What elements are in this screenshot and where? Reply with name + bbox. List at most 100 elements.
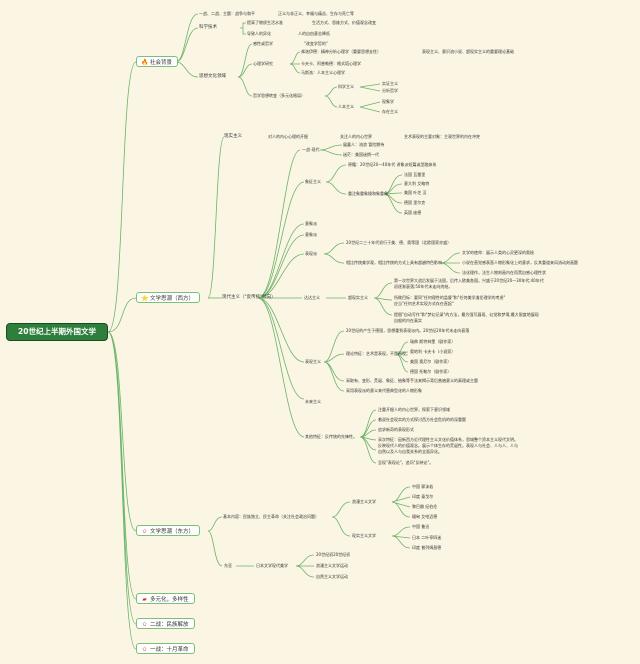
node[interactable]: 现象学 [382, 99, 394, 104]
node[interactable]: 美国 奥尼尔（剧作家） [410, 359, 452, 364]
node[interactable]: 采用表现派的意义来代替典型化的人物形象 [346, 388, 422, 393]
node[interactable]: 20世纪二三十年代初行于美、德、奥等国（北欧国家亦盛） [346, 240, 452, 245]
link [175, 61, 199, 78]
node[interactable]: 实证主义 [382, 81, 398, 86]
node[interactable]: 着说社会现实的方式探讨西方社会危机的的深重题 [378, 417, 466, 422]
node[interactable]: 表现主义、意识流小说、超现实主义的重要理论基础 [422, 49, 514, 54]
node[interactable]: 提高了物质生活水准 [247, 20, 283, 25]
node[interactable]: 应当"任何艺术实现方式存在直起" [394, 301, 454, 306]
link [395, 341, 409, 373]
node[interactable]: 超现实主义 [348, 295, 368, 300]
node[interactable]: 所做目标：要同"任何理性的监督"和"任何美学道伦理学的考虑" [394, 295, 506, 300]
node[interactable]: 艺术表现的主要对象：主观世界的内在冲突 [404, 134, 480, 139]
link [323, 242, 345, 264]
node[interactable]: 法国 瓦雷里 [404, 172, 426, 177]
node[interactable]: 马斯洛：人本主义心理学 [301, 70, 345, 75]
node[interactable]: 追求新奇的表现形式 [378, 427, 414, 432]
central-topic[interactable]: 20世纪上半期外国文学 [6, 323, 108, 341]
node[interactable]: 达达主义 [304, 295, 320, 300]
branch-ww1-october-revolution[interactable]: ✩一战：十月革命 [136, 643, 195, 654]
link [257, 149, 301, 299]
node[interactable]: 20世纪的产生于德国，思想重到表现派内。20世纪20年代末走向衰落 [346, 328, 470, 333]
node[interactable]: 现实主义文学 [352, 533, 376, 538]
node[interactable]: 现实主义 [224, 134, 242, 139]
node[interactable]: 未来主义 [305, 399, 321, 404]
node[interactable]: 象征主义 [305, 179, 321, 184]
node[interactable]: 科学主义 [338, 84, 354, 89]
node[interactable]: 瑞典 斯特林堡（剧作家） [410, 339, 456, 344]
node[interactable]: 分析哲学 [382, 88, 398, 93]
node[interactable]: 文学的使命：展示人类的心灵更深的奥秘 [462, 250, 534, 255]
node[interactable]: 印度 普列姆昌德 [412, 545, 442, 550]
node[interactable]: 对人的内心心理的开掘 [268, 134, 308, 139]
node[interactable]: 初逐渐衰落;50年代末走向终结。 [394, 284, 453, 289]
node[interactable]: 意大利 艾略特 [404, 181, 430, 186]
node[interactable]: 德国 托勒尔（剧作家） [410, 369, 452, 374]
node[interactable]: 表现主义 [305, 359, 321, 364]
node[interactable]: 科学技术 [199, 25, 217, 30]
node[interactable]: 重注象重象操和象重象 [348, 191, 388, 196]
link [237, 63, 253, 78]
link [295, 554, 315, 578]
node[interactable]: 存在主义 [382, 109, 398, 114]
node[interactable]: 相比传统美学观，相比传统的方式上具有超越特色影响 [346, 260, 442, 265]
node[interactable]: 意象派 [305, 221, 317, 226]
node[interactable]: 缅甸 艾哈迈德 [412, 514, 438, 519]
node[interactable]: 东亚 [224, 563, 232, 568]
node[interactable]: 自然以及人与自我关系的全面异化。 [378, 449, 442, 454]
node[interactable]: 导致人的异化 [247, 31, 271, 36]
node[interactable]: 迷茫：美国迷惘一代 [343, 152, 379, 157]
node[interactable]: 中国 鲁迅 [412, 524, 430, 529]
node[interactable]: 采次特征：因新西方近代理性主义文化价值体系，思城整个资本主义现代文明。 [378, 437, 518, 442]
node[interactable]: 英国 庞德 [404, 210, 422, 215]
branch-western-literary-trends[interactable]: ⭐文学思潮（西方） [136, 292, 201, 303]
node[interactable]: 心理学研究 [253, 61, 273, 66]
node[interactable]: 感性或哲学 [253, 41, 273, 46]
node[interactable]: 原籍：20世纪20—40年代 讲象派短篇或型融体系 [348, 162, 437, 167]
node[interactable]: 现代主义（"反传统"倾向） [222, 295, 276, 300]
node[interactable]: 哲学思想转变（多元化格局） [253, 93, 305, 98]
node[interactable]: 人的自由意志降低 [298, 31, 330, 36]
node[interactable]: 提倡"自动写作"和"梦幻记录"的方法，最为强写展现、幻觉和梦境;最大限度地展现 [394, 312, 539, 317]
node[interactable]: 日本文学现代美学 [256, 563, 288, 568]
node[interactable]: 自然主义文学运动 [316, 574, 348, 579]
node[interactable]: 黎巴嫩 纪伯伦 [412, 504, 438, 509]
node[interactable]: 德国 里尔克 [404, 200, 426, 205]
node[interactable]: 弗洛伊德：精神分析心理学（重要思想支柱） [301, 49, 381, 54]
node[interactable]: 小说在直觉感表直人物形象化上的意求，反其重道来风流动刻画题 [462, 260, 578, 265]
branch-ww2-liberation[interactable]: ✩二战：民族解放 [136, 618, 195, 629]
node[interactable]: 人本主义 [338, 104, 354, 109]
node[interactable]: 浪漫主义文学 [352, 499, 376, 504]
node[interactable]: 其他特征：反传统的先锋性。 [305, 434, 357, 439]
node[interactable]: 正义与非正义、幸福与痛苦、生存与死亡等 [278, 11, 354, 16]
node[interactable]: 一战-现代 [302, 147, 320, 152]
node[interactable]: 日本 二叶亭四迷 [412, 535, 442, 540]
node[interactable]: 思想文化领域 [199, 74, 226, 79]
node[interactable]: 卡夫卡、阿普勒德：格式塔心理学 [301, 61, 361, 66]
node[interactable]: 生活方式、思维方式、价值观念改变 [312, 20, 376, 25]
node[interactable]: 印度 泰戈尔 [412, 494, 434, 499]
node[interactable]: 呈现"表现论"，追问"反映论"。 [378, 460, 434, 465]
node[interactable]: 理论特征：艺术是表现，不是再现。 [346, 351, 410, 356]
node[interactable]: "改变学哲的" [304, 41, 328, 46]
node[interactable]: 法化理作，法生人物刻画内在而黑自感心理性状 [462, 270, 546, 275]
node[interactable]: 美国 叶芝 汉 [404, 190, 427, 195]
node[interactable]: 采取有、变形、荒诞、象征、抽象等手法来揭示背后普遍意义的真理或主题 [346, 378, 478, 383]
node[interactable]: 表现派 [305, 251, 317, 256]
node[interactable]: 第一次世界大战后发展于法国，后传入欧美各国。兴盛于20世纪20—30年代;40年… [394, 278, 544, 283]
node[interactable]: 意象派 [305, 232, 317, 237]
node[interactable]: 浪漫主义文学运动 [316, 563, 348, 568]
node[interactable]: 20世纪初20世纪初 [316, 552, 351, 557]
node[interactable]: 反映现代人的价值观念。展示个体生存的荒诞性。表现人与社会、人与人、人与 [378, 443, 518, 448]
node[interactable]: 关注人的内心世界 [340, 134, 372, 139]
node[interactable]: 基本内容：民族独立、民主革命（关注社会政治问题） [223, 514, 319, 519]
node[interactable]: 展露人：流浪 冒险期待 [343, 142, 385, 147]
node[interactable]: 自般的内在真实 [394, 318, 422, 323]
branch-social-background[interactable]: 🔥社会背景 [136, 56, 179, 67]
node[interactable]: 中国 郭沫若 [412, 484, 434, 489]
node[interactable]: 奥地利 卡夫卡（小说家） [410, 349, 456, 354]
node[interactable]: 注重开掘人的内心世界，探索下意识领域 [378, 407, 450, 412]
branch-diversity[interactable]: ▰多元化，多样性 [136, 593, 195, 604]
node[interactable]: 一战、二战、主题：战争与和平 [199, 11, 255, 16]
branch-eastern-literary-trends[interactable]: ✩文学思潮（东方） [136, 525, 201, 536]
